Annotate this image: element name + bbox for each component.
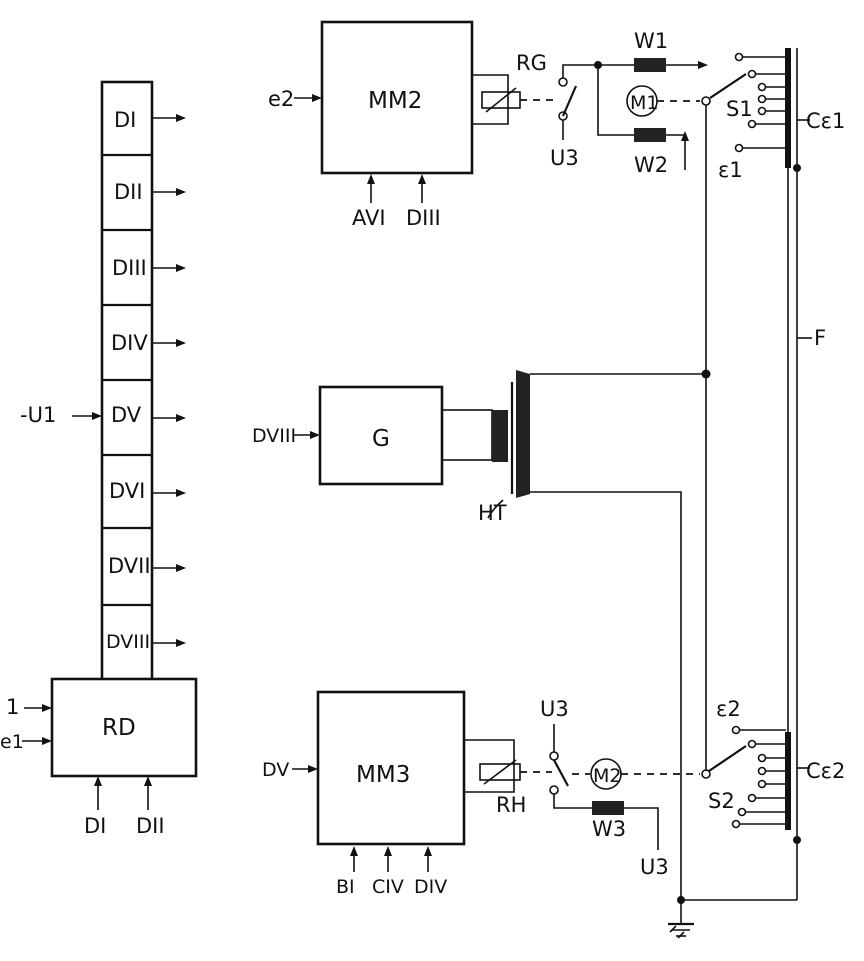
generator-input-label: DVIII xyxy=(252,425,296,447)
arrow-icon xyxy=(350,846,358,856)
switch-u3-label: U3 xyxy=(550,146,579,170)
generator-block: DVIII G HT xyxy=(252,370,706,900)
rd-input-e1-label: e1 xyxy=(0,731,24,753)
arrow-icon xyxy=(92,412,102,420)
winding-group-top: W1 W2 M1 xyxy=(594,29,708,177)
switch-contact-icon xyxy=(549,751,559,761)
arrow-icon xyxy=(176,114,186,122)
winding-w3-label: W3 xyxy=(592,817,626,841)
mm2-block: MM2 e2 AVI DIII RG U3 xyxy=(268,20,598,230)
winding-w2-label: W2 xyxy=(634,153,668,177)
mm3-bottom-input-label: CIV xyxy=(372,876,404,898)
selector-s1-label: S1 xyxy=(726,97,753,121)
rd-box xyxy=(50,677,198,778)
arrow-icon xyxy=(367,174,375,184)
register-cell-label: DVI xyxy=(109,479,145,503)
selector-eps2-label: ε2 xyxy=(716,697,741,721)
arrow-icon xyxy=(176,564,186,572)
switch-u3-top-label: U3 xyxy=(540,697,569,721)
winding-w2-icon xyxy=(634,128,666,142)
selector-s1: S1 ε1 xyxy=(701,52,786,182)
register-cell-label: DVII xyxy=(108,554,151,578)
arrow-icon xyxy=(176,489,186,497)
mm2-label: MM2 xyxy=(368,88,422,114)
arrow-icon xyxy=(176,639,186,647)
arrow-icon xyxy=(698,61,708,69)
mm3-box xyxy=(316,690,466,846)
switch-u3-bottom-label: U3 xyxy=(640,855,669,879)
arrow-icon xyxy=(384,846,392,856)
input-u1-label: -U1 xyxy=(20,403,56,427)
mm3-bottom-input-label: DIV xyxy=(414,876,447,898)
arrow-icon xyxy=(681,131,689,141)
switch-contact-icon xyxy=(549,785,559,795)
arrow-icon xyxy=(308,765,318,773)
selector-s2: ε2 S2 xyxy=(701,697,786,829)
rd-bottom-input-label: DI xyxy=(84,814,106,838)
winding-w3-icon xyxy=(592,801,624,815)
mm3-block: MM3 DV BI CIV DIV RH U3 W3 U3 M2 xyxy=(262,690,700,898)
relay-rh-label: RH xyxy=(496,793,526,817)
arrow-icon xyxy=(176,339,186,347)
winding-w1-label: W1 xyxy=(634,29,668,53)
selector-eps1-label: ε1 xyxy=(718,158,743,182)
register-cell-label: DIV xyxy=(111,331,148,355)
register-cell-label: DI xyxy=(114,108,136,132)
selector-s2-label: S2 xyxy=(708,789,735,813)
register-cell-label: DV xyxy=(111,403,142,427)
motor-m2-label: M2 xyxy=(593,765,621,787)
mm2-bottom-input-label: DIII xyxy=(406,206,441,230)
switch-contact-icon xyxy=(558,77,568,87)
rd-bottom-input-label: DII xyxy=(136,814,165,838)
winding-w1-icon xyxy=(634,58,666,72)
mm2-box xyxy=(320,20,474,175)
transformer-secondary-icon xyxy=(516,370,530,498)
mm2-bottom-input-label: AVI xyxy=(352,206,386,230)
arrow-icon xyxy=(176,188,186,196)
mm3-label: MM3 xyxy=(356,762,410,788)
arrow-icon xyxy=(176,414,186,422)
arrow-icon xyxy=(312,94,322,102)
arrow-icon xyxy=(144,776,152,786)
register-cell-label: DIII xyxy=(112,256,147,280)
transformer-ht-label: HT xyxy=(478,501,507,525)
register-cell-label: DVIII xyxy=(106,631,150,653)
rd-input-1-label: 1 xyxy=(6,695,19,719)
bus-f-label: F xyxy=(814,326,826,350)
mm3-input-label: DV xyxy=(262,759,289,781)
arrow-icon xyxy=(42,737,52,745)
arrow-icon xyxy=(418,174,426,184)
ground-icon xyxy=(668,840,798,939)
bus-ce1-label: Cε1 xyxy=(806,109,845,133)
arrow-icon xyxy=(310,431,320,439)
bus-ce2-label: Cε2 xyxy=(806,759,845,783)
rd-label: RD xyxy=(102,715,136,741)
generator-box xyxy=(318,385,444,486)
arrow-icon xyxy=(176,264,186,272)
relay-rg-label: RG xyxy=(516,51,547,75)
generator-label: G xyxy=(372,426,390,452)
arrow-icon xyxy=(94,776,102,786)
bus-bars: Cε1 F Cε2 xyxy=(785,48,845,844)
mm2-input-e2-label: e2 xyxy=(268,87,294,111)
register-cell-label: DII xyxy=(114,180,143,204)
register-column: DI DII DIII DIV DV DVI DVII DVIII xyxy=(0,80,198,838)
arrow-icon xyxy=(42,704,52,712)
arrow-icon xyxy=(424,846,432,856)
transformer-primary-icon xyxy=(492,410,508,462)
motor-m1-label: M1 xyxy=(630,92,658,114)
mm3-bottom-input-label: BI xyxy=(336,876,355,898)
